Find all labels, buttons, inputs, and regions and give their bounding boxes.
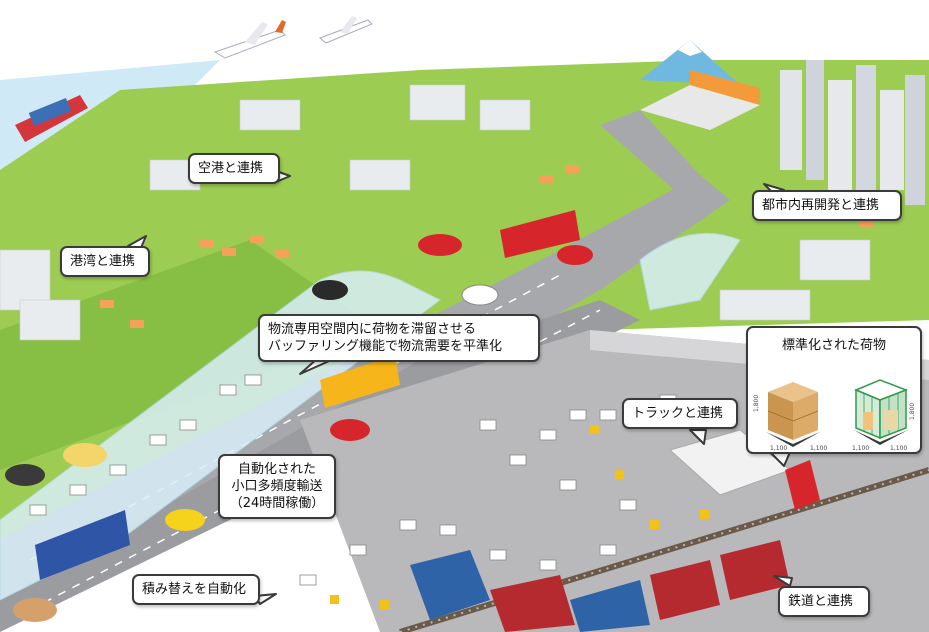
warehouse [640, 70, 760, 130]
buffer-label-line-2: バッファリング機能で物流需要を平準化 [268, 339, 503, 354]
transship-label: 積み替えを自動化 [132, 574, 260, 605]
rail-label: 鉄道と連携 [778, 586, 870, 617]
mountain-snow [678, 40, 702, 56]
mountain [640, 40, 740, 85]
box-dim-depth: 1,100 [810, 445, 827, 452]
tube-tunnel-right [639, 232, 741, 311]
freight-train [410, 540, 790, 632]
automated-label-line-1: 自動化された [237, 462, 316, 477]
automated-label: 自動化された 小口多頻度輸送 （24時間稼働） [218, 454, 336, 519]
box-dim-width: 1,100 [770, 445, 787, 452]
airport-label: 空港と連携 [188, 153, 280, 184]
buffer-label: 物流専用空間内に荷物を滞留させる バッファリング機能で物流需要を平準化 [258, 314, 540, 362]
cage-dim-width: 1,100 [852, 445, 869, 452]
vehicles [5, 210, 593, 622]
skyscrapers [780, 60, 925, 205]
urban-label: 都市内再開発と連携 [752, 190, 902, 221]
truck-label-text: トラックと連携 [632, 406, 724, 421]
cage-dim-depth: 1,100 [890, 445, 907, 452]
roll-cage-icon [854, 379, 909, 445]
automated-label-line-3: （24時間稼働） [229, 496, 325, 511]
airplane-1 [213, 20, 286, 59]
urban-label-text: 都市内再開発と連携 [762, 198, 880, 213]
port-label: 港湾と連携 [60, 246, 150, 277]
cage-dim-height: 1,800 [909, 403, 916, 420]
rail-track [399, 467, 929, 632]
transship-label-text: 積み替えを自動化 [142, 582, 247, 597]
airport-label-text: 空港と連携 [198, 161, 264, 176]
town-blocks [0, 84, 871, 341]
cargo-ship [15, 95, 88, 142]
airplane-2 [319, 16, 373, 44]
cardboard-box-icon [766, 382, 820, 447]
rail-label-text: 鉄道と連携 [788, 594, 854, 609]
forklifts [330, 425, 709, 609]
standardized-cargo-panel: 標準化された荷物 1,800 1,100 1,100 1,800 1 [746, 326, 922, 454]
standardized-cargo-title: 標準化された荷物 [781, 338, 886, 353]
truck-label: トラックと連携 [622, 398, 738, 429]
automated-label-line-2: 小口多頻度輸送 [231, 479, 323, 494]
elevated-ramp [600, 110, 700, 195]
port-label-text: 港湾と連携 [70, 254, 136, 269]
buffer-label-line-1: 物流専用空間内に荷物を滞留させる [268, 322, 477, 337]
box-dim-height: 1,800 [753, 395, 760, 412]
cargo-illustrations: 1,800 1,100 1,100 1,800 1,100 1,100 [753, 379, 916, 452]
grass-ground-dark [0, 240, 380, 470]
